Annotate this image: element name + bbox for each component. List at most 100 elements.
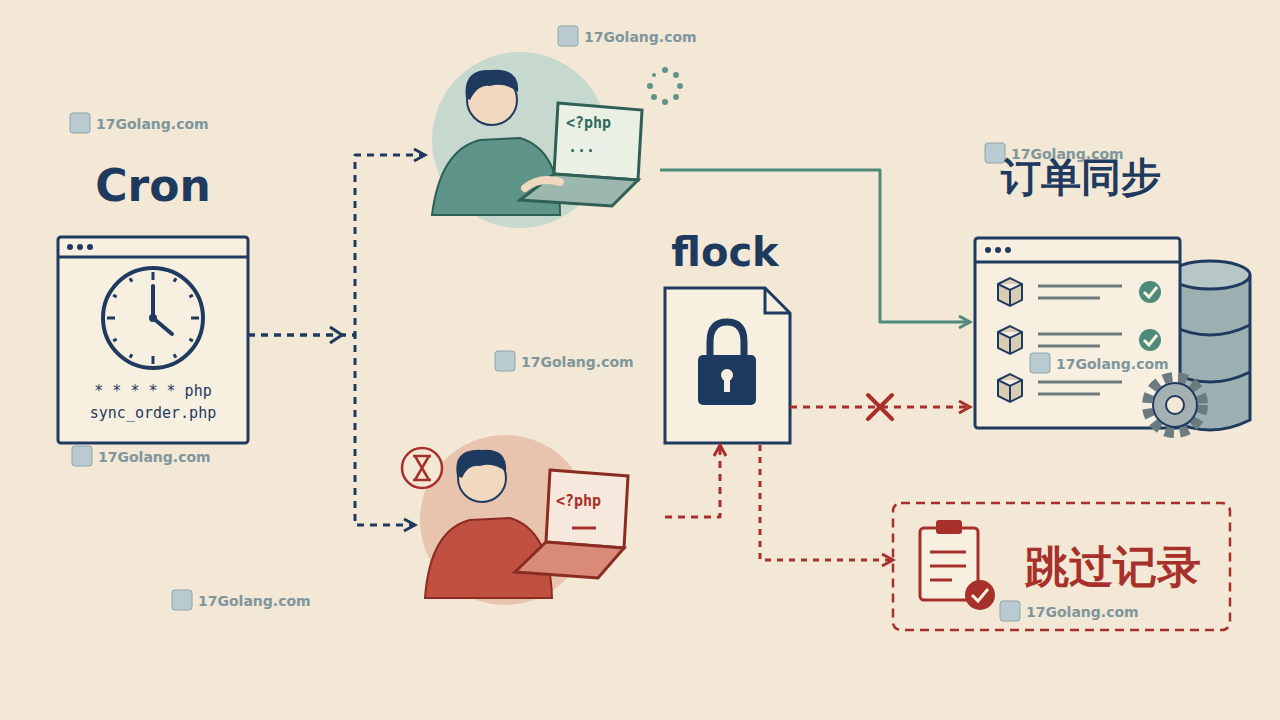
cron-window: [58, 237, 248, 443]
illustration-part-part: [1030, 353, 1050, 373]
gear-icon: [1147, 377, 1203, 433]
watermark: 17Golang.com: [96, 115, 209, 133]
hourglass-icon-part: [413, 456, 431, 480]
lock-heading: flock: [660, 227, 790, 277]
skip-box-part: [930, 551, 966, 554]
order-window-part-part: [1144, 335, 1157, 345]
lock-file-part: [698, 355, 756, 405]
order-window-part-part: [1139, 329, 1161, 351]
developer-red-part: [572, 527, 596, 530]
watermark: 17Golang.com: [1056, 355, 1169, 373]
skip-box-part: [930, 565, 966, 568]
developer-green-part: [525, 180, 560, 188]
cron-window-part-part: [174, 354, 176, 357]
order-window-part-part: [1038, 297, 1100, 300]
connector: [248, 155, 425, 335]
cron-heading: Cron: [58, 158, 248, 213]
lock-file-part: [710, 322, 744, 358]
order-sync: 订单同步: [970, 150, 1185, 430]
skip-heading: 跳过记录: [1005, 539, 1220, 594]
cron-window-part-part: [189, 295, 192, 297]
cron-window-part-part: [191, 317, 199, 320]
cron-window-part: [77, 244, 83, 250]
watermark: 17Golang.com: [521, 353, 634, 371]
connector: [760, 445, 893, 560]
cron-window-part-part: [152, 356, 155, 364]
order-window-part: [995, 247, 1001, 253]
developer-red: [420, 435, 628, 605]
order-window-part: [1005, 247, 1011, 253]
loading-spinner-part: [662, 99, 668, 105]
hourglass-icon: [402, 448, 442, 488]
cron-window-part: [58, 256, 248, 259]
cron-window-part: [149, 314, 157, 322]
gear-icon-part: [1166, 396, 1184, 414]
cron-window-part: [103, 268, 203, 368]
connector: [660, 170, 970, 322]
order-window-part-part: [1038, 345, 1100, 348]
cron-window-part: [107, 272, 199, 364]
order-window-part-part: [1038, 285, 1122, 288]
code-ellipsis: ...: [568, 138, 628, 156]
developer-red-part: [515, 542, 624, 578]
flock-lock: flock: [660, 225, 790, 445]
cron-window-part: [67, 244, 73, 250]
loading-spinner-part: [677, 83, 683, 89]
connector: [665, 445, 720, 517]
developer-red-part: [456, 450, 506, 478]
order-window-part: [998, 278, 1161, 402]
developer-green-part: [520, 174, 638, 206]
watermark: 17Golang.com: [1011, 145, 1124, 163]
loading-spinner-part: [647, 83, 653, 89]
watermark: 17Golang.com: [98, 448, 211, 466]
loading-spinner-part: [673, 94, 679, 100]
watermark: 17Golang.com: [1026, 603, 1139, 621]
cron-window-part: [87, 244, 93, 250]
cron-window-part-part: [152, 272, 155, 280]
illustration-part-part: [495, 351, 515, 371]
illustration-part-part: [72, 446, 92, 466]
cron-window-part-part: [113, 295, 116, 297]
loading-spinner-part: [673, 72, 679, 78]
order-window-part-part: [998, 278, 1022, 306]
skip-box-part: [972, 589, 988, 601]
code-text: <?php: [566, 114, 638, 132]
illustration-part: [70, 26, 1050, 621]
code-text: <?php: [556, 492, 628, 510]
cron-window-part-part: [130, 278, 132, 281]
lock-file: [665, 288, 790, 443]
database-part: [1170, 261, 1250, 289]
lock-file-part: [665, 288, 790, 443]
developer-green-part: [554, 103, 642, 180]
cron-command: * * * * * php sync_order.php: [73, 380, 233, 424]
watermark: 17Golang.com: [584, 28, 697, 46]
developer-green-part: [466, 70, 519, 100]
gear-icon-part: [1153, 383, 1197, 427]
order-window-part: [975, 261, 1180, 264]
loading-spinner-part: [651, 94, 657, 100]
skip-box-part: [965, 580, 995, 610]
illustration-part-part: [70, 113, 90, 133]
order-window-part-part: [1038, 381, 1122, 384]
illustration-part-part: [1000, 601, 1020, 621]
connector: [248, 335, 415, 525]
cron-window-part-part: [189, 339, 192, 341]
loading-spinner-part: [662, 67, 668, 73]
order-window-part-part: [998, 326, 1022, 354]
order-window-part-part: [998, 374, 1022, 402]
gear-icon-part: [1147, 377, 1203, 433]
lock-file-part: [724, 378, 730, 392]
cron-job: Cron * * * * * php sync_order.php: [58, 158, 248, 445]
illustration-part-part: [172, 590, 192, 610]
loading-spinner: [647, 67, 683, 105]
cron-window-part-part: [107, 317, 115, 320]
skip-box-part: [930, 579, 952, 582]
order-window-part: [985, 247, 991, 253]
order-window-part-part: [1038, 393, 1100, 396]
skip-box-part: [936, 520, 962, 534]
watermark: 17Golang.com: [198, 592, 311, 610]
developer-green: [432, 52, 642, 228]
order-window-part-part: [1144, 287, 1157, 297]
running-process: <?php...: [425, 50, 660, 220]
